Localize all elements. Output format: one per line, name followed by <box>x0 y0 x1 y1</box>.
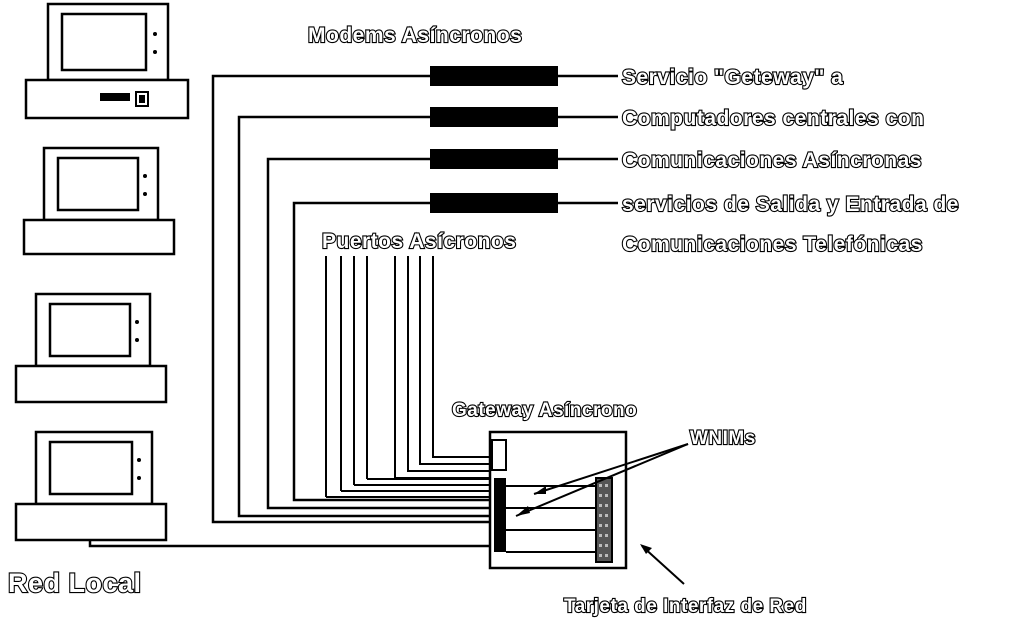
lan-connection-line <box>88 540 496 548</box>
description-line-3: Comunicaciones Asíncronas <box>622 149 922 172</box>
wnims-pointer <box>515 443 689 517</box>
gateway-label: Gateway Asíncrono <box>452 400 637 421</box>
wnim-module <box>595 477 613 563</box>
modem-boxes <box>430 66 558 213</box>
ports-label: Puertos Asícronos <box>322 230 516 253</box>
modem-2 <box>430 107 558 127</box>
description-line-1: Servicio "Geteway" a <box>622 66 843 89</box>
modem-1 <box>430 66 558 86</box>
gateway-box <box>488 430 628 570</box>
modems-label: Modems Asíncronos <box>308 24 522 47</box>
interface-card <box>494 478 506 552</box>
description-line-2: Computadores centrales con <box>622 107 924 130</box>
nic-label: Tarjeta de Interfaz de Red <box>564 596 807 617</box>
nic-pointer <box>640 544 685 585</box>
wnims-label: WNIMs <box>690 428 756 449</box>
service-description: Servicio "Geteway" a Computadores centra… <box>621 65 960 257</box>
port-lines <box>325 256 498 498</box>
lan-label: Red Local <box>8 568 142 598</box>
computer-4 <box>14 430 168 542</box>
service-lines <box>558 74 618 205</box>
modem-4 <box>430 193 558 213</box>
description-line-4: servicios de Salida y Entrada de <box>622 193 959 216</box>
modem-3 <box>430 149 558 169</box>
description-line-5: Comunicaciones Telefónicas <box>622 233 923 256</box>
computer-3 <box>14 292 168 404</box>
computer-2 <box>22 146 176 256</box>
modem-lines <box>211 74 498 524</box>
computer-1 <box>24 2 190 120</box>
